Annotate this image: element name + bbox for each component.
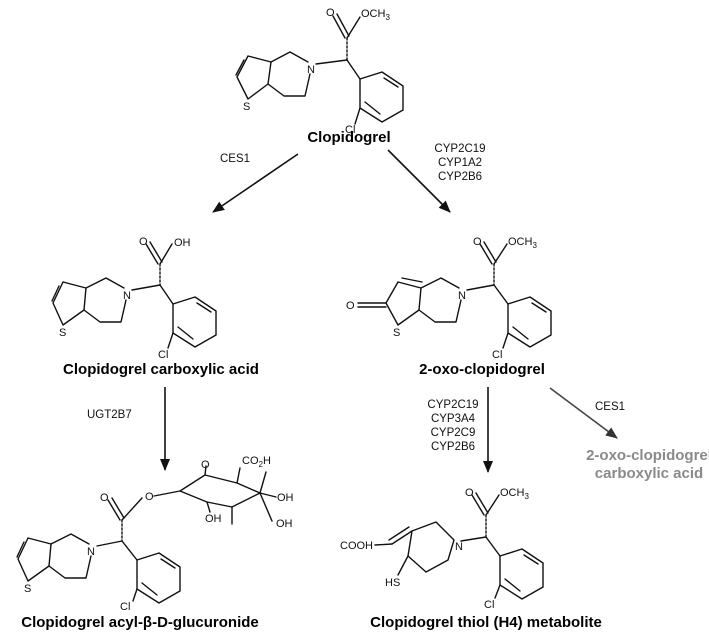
atom-oh-2: OH [205, 513, 222, 525]
atom-oh-3: OH [276, 518, 293, 530]
atom-n: N [123, 290, 131, 302]
atom-o: O [139, 236, 148, 248]
atom-o-ring: O [201, 459, 210, 471]
svg-text:CYP2B6: CYP2B6 [431, 441, 475, 453]
atom-n: N [87, 546, 95, 558]
atom-och3: OCH3 [361, 8, 390, 22]
atom-och3: OCH3 [500, 487, 529, 501]
compound-carboxylic-acid-label: Clopidogrel carboxylic acid [63, 361, 259, 378]
atom-o: O [473, 236, 482, 248]
clopidogrel-structure: OCH3 O N S Cl [235, 7, 404, 136]
atom-o: O [100, 492, 109, 504]
svg-text:CYP2B6: CYP2B6 [438, 171, 482, 183]
svg-text:CYP3A4: CYP3A4 [431, 413, 476, 425]
arrow-ces1-left [212, 153, 299, 213]
carboxylic-acid-structure: OH O N S Cl [51, 236, 217, 361]
atom-s: S [59, 327, 66, 339]
atom-s: S [24, 583, 31, 595]
compound-oxo-acid-label-line2: carboxylic acid [595, 465, 703, 482]
atom-oh-1: OH [277, 492, 294, 504]
atom-oh: OH [174, 237, 191, 249]
atom-cl: Cl [158, 349, 168, 361]
atom-cl: Cl [492, 349, 502, 361]
arrow-ces1-right [549, 387, 618, 439]
svg-text:CYP2C19: CYP2C19 [427, 399, 478, 411]
svg-text:CYP2C19: CYP2C19 [434, 143, 485, 155]
atom-o-keto: O [346, 300, 355, 312]
atom-o: O [326, 7, 335, 19]
atom-hs: HS [385, 577, 400, 589]
atom-och3: OCH3 [508, 236, 537, 250]
compound-oxo-acid-label-line1: 2-oxo-clopidogrel [586, 447, 709, 464]
compound-thiol-label: Clopidogrel thiol (H4) metabolite [370, 614, 602, 631]
atom-n: N [455, 541, 463, 553]
atom-s: S [393, 327, 400, 339]
atom-cl: Cl [484, 599, 494, 611]
atom-cooh: COOH [340, 540, 373, 552]
thiol-metabolite-structure: OCH3 O N COOH HS Cl [340, 487, 544, 611]
arrow-cyp-top [387, 149, 451, 213]
compound-clopidogrel-label: Clopidogrel [307, 129, 390, 146]
enzyme-cyp-top-list: CYP2C19 CYP1A2 CYP2B6 [434, 143, 485, 183]
enzyme-ces1-right: CES1 [595, 401, 625, 413]
atom-s: S [243, 101, 250, 113]
oxo-clopidogrel-structure: OCH3 O N S O Cl [346, 236, 552, 361]
atom-co2h: CO2H [242, 455, 271, 469]
enzyme-cyp-bottom-list: CYP2C19 CYP3A4 CYP2C9 CYP2B6 [427, 399, 478, 453]
compound-oxo-label: 2-oxo-clopidogrel [419, 361, 545, 378]
atom-o-glyco: O [145, 491, 154, 503]
atom-n: N [458, 290, 466, 302]
atom-cl: Cl [120, 601, 130, 613]
enzyme-ugt: UGT2B7 [87, 409, 132, 421]
atom-cl: Cl [345, 124, 355, 136]
svg-text:CYP2C9: CYP2C9 [431, 427, 476, 439]
atom-o: O [465, 487, 474, 499]
glucuronide-structure: O O O CO2H OH OH OH N S Cl [16, 455, 294, 613]
svg-text:CYP1A2: CYP1A2 [438, 157, 482, 169]
compound-glucuronide-label: Clopidogrel acyl-β-D-glucuronide [21, 614, 259, 631]
enzyme-ces1-left: CES1 [220, 153, 250, 165]
atom-n: N [307, 64, 315, 76]
